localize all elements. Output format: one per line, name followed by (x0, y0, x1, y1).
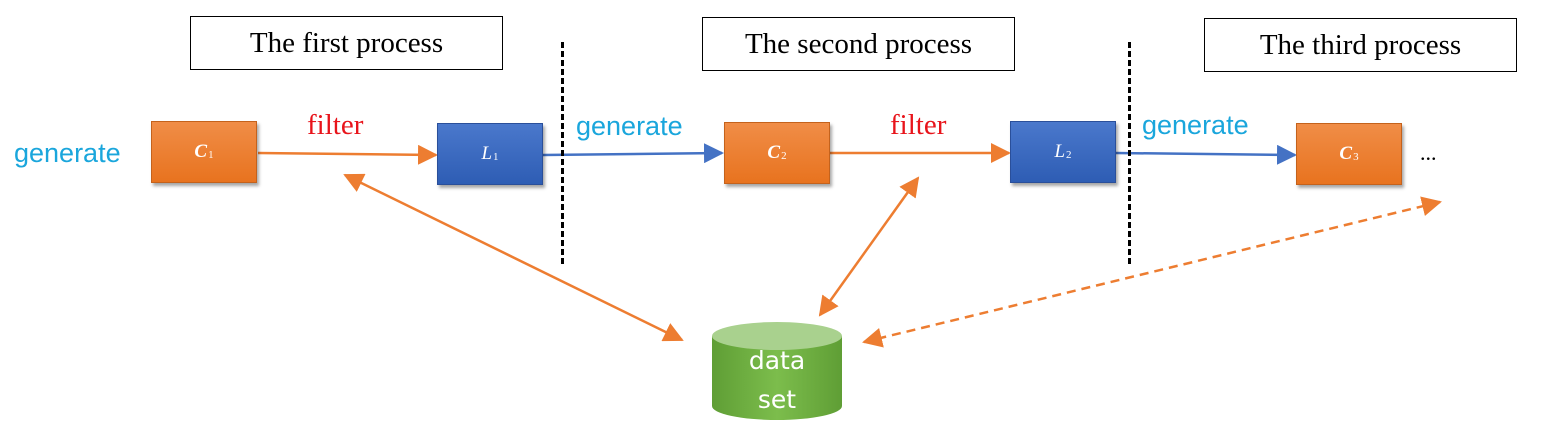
label-generate-1: generate (576, 111, 683, 141)
database-cylinder (712, 322, 842, 420)
node-c3-label: C (1339, 143, 1353, 164)
link-filter2-dataset (818, 176, 920, 317)
divider-1 (561, 42, 564, 264)
label-generate-2: generate (1142, 110, 1249, 140)
label-filter-2: filter (890, 109, 947, 141)
node-l1-label: L (481, 143, 493, 164)
arrow-c1-l1 (257, 144, 438, 165)
divider-2 (1128, 42, 1131, 264)
link-next-dataset (862, 196, 1442, 348)
node-l2-label: L (1054, 141, 1066, 162)
arrow-l1-c2 (542, 143, 724, 164)
process-title-first: The first process (190, 16, 503, 70)
node-c3-subscript: 3 (1353, 151, 1359, 163)
node-c1-label: C (194, 141, 208, 162)
process-title-second: The second process (702, 17, 1015, 71)
database-label-line1: data (748, 346, 806, 375)
database-label-line2: set (757, 385, 797, 414)
arrow-l2-c3 (1115, 144, 1297, 165)
node-c2-subscript: 2 (781, 150, 787, 162)
label-generate-start: generate (14, 138, 121, 168)
node-c1-subscript: 1 (208, 149, 214, 161)
node-l2-subscript: 2 (1066, 149, 1072, 161)
link-filter1-dataset (343, 173, 684, 342)
ellipsis-continuation: ... (1420, 140, 1437, 165)
label-filter-1: filter (307, 109, 364, 141)
process-title-third: The third process (1204, 18, 1517, 72)
node-l1-subscript: 1 (493, 151, 499, 163)
node-c2-label: C (767, 142, 781, 163)
